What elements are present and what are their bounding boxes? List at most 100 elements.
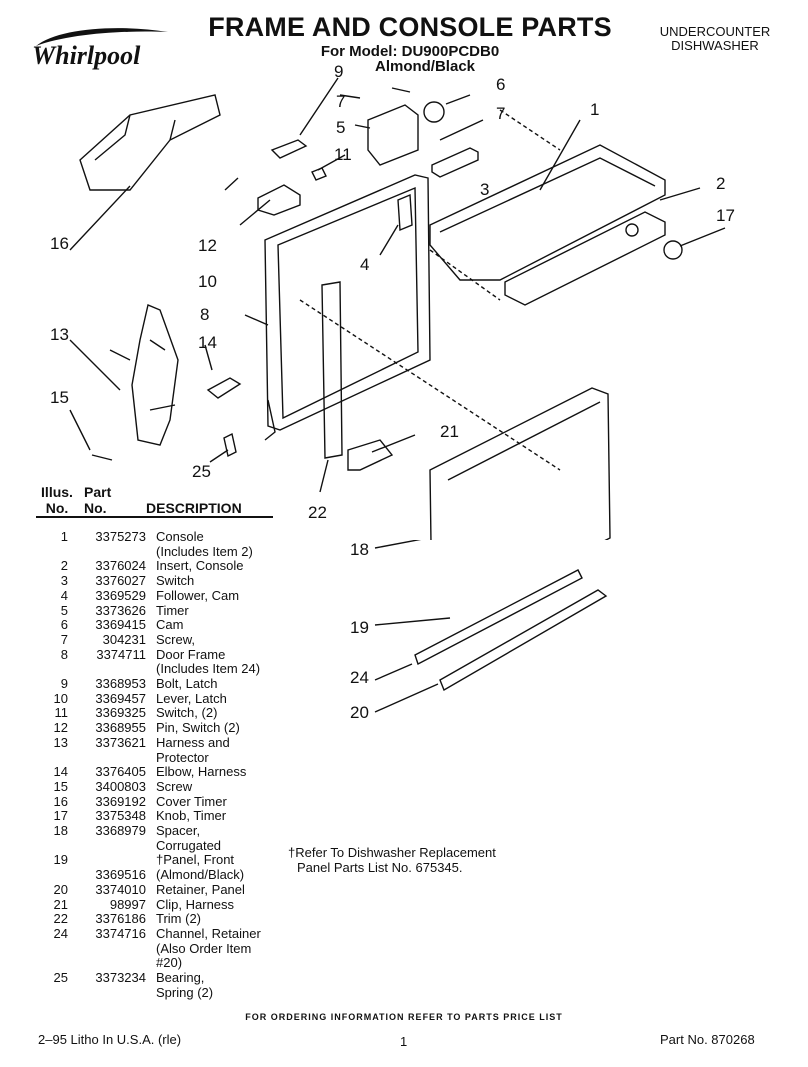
description-cell: (Also Order Item	[156, 940, 252, 956]
part-number-cell: 3373234	[95, 970, 146, 986]
retainer-panel-shape	[439, 589, 608, 692]
part-number-cell: 3368953	[95, 676, 146, 692]
table-row: (Includes Item 2)	[36, 543, 296, 560]
callout-18: 18	[350, 540, 369, 559]
part-number-cell: 3373621	[95, 734, 146, 750]
callout-15: 15	[50, 388, 69, 407]
replacement-note: †Refer To Dishwasher Replacement Panel P…	[288, 845, 548, 875]
model-number: For Model: DU900PCDB0	[320, 43, 500, 60]
part-number-cell: 3375273	[95, 529, 146, 544]
header-illus-no: Illus. No.	[36, 484, 78, 516]
part-number-cell	[68, 986, 156, 1001]
illus-number: 25	[53, 970, 68, 986]
exploded-parts-diagram	[0, 60, 808, 540]
cover-timer-shape	[79, 94, 221, 191]
description-cell: (Includes Item 2)	[156, 543, 253, 559]
table-row: Corrugated	[36, 837, 296, 854]
illus-number: 4	[60, 587, 68, 603]
description-cell: Trim (2)	[156, 911, 202, 927]
illus-number: 1	[60, 529, 68, 544]
illus-number: 11	[54, 705, 69, 721]
callout-22: 22	[308, 503, 327, 522]
part-number-cell: 3368955	[95, 720, 146, 736]
illus-number: 15	[53, 778, 68, 794]
console-insert-shape	[504, 211, 666, 306]
cam-follower-shape	[397, 193, 413, 232]
description-cell: Cam	[156, 617, 184, 633]
illus-number: 22	[53, 911, 68, 927]
callout-3: 3	[480, 180, 490, 199]
brand-wordmark: Whirlpool	[32, 41, 141, 70]
illus-number: 5	[60, 602, 68, 618]
callout-6: 6	[496, 75, 506, 94]
description-cell: Channel, Retainer	[156, 925, 261, 941]
category-line-2: DISHWASHER	[671, 38, 759, 53]
description-cell: Spring (2)	[156, 984, 214, 1000]
part-number-cell: 3369415	[95, 617, 146, 633]
part-number-cell: 3400803	[95, 778, 146, 794]
header-description: DESCRIPTION	[146, 500, 242, 516]
callout-25: 25	[192, 462, 211, 481]
illus-number: 20	[53, 881, 68, 897]
illus-number	[36, 839, 68, 854]
illus-number	[36, 545, 68, 560]
header-illus-line-1: Illus.	[41, 484, 73, 500]
part-number-cell: 3369516	[95, 867, 146, 883]
callout-17: 17	[716, 206, 735, 225]
callout-10: 10	[198, 272, 217, 291]
part-number-cell: 3369192	[95, 793, 146, 809]
page-title: FRAME AND CONSOLE PARTS	[208, 12, 612, 42]
description-cell: Spacer,	[156, 823, 201, 839]
illus-number: 9	[60, 676, 68, 692]
lever-latch-shape	[257, 184, 301, 216]
part-number-cell: 98997	[109, 896, 146, 912]
illus-number	[36, 662, 68, 677]
callout-12: 12	[198, 236, 217, 255]
callout-19: 19	[350, 618, 369, 637]
table-row: (Includes Item 24)	[36, 662, 296, 677]
knob-timer-shape	[663, 240, 683, 260]
callout-9: 9	[334, 62, 344, 81]
callout-5: 5	[336, 118, 346, 137]
part-number-cell: 3375348	[95, 808, 146, 824]
description-cell: Lever, Latch	[156, 690, 227, 706]
bolt-latch-shape	[270, 139, 308, 159]
illus-number	[36, 986, 68, 1001]
description-cell: Pin, Switch (2)	[156, 720, 240, 736]
description-cell: Clip, Harness	[156, 896, 235, 912]
header-illus-line-2: No.	[45, 500, 69, 516]
illus-number: 7	[60, 631, 68, 647]
header-part-line-1: Part	[84, 484, 112, 500]
description-cell: Screw,	[156, 631, 196, 647]
description-cell: Bearing,	[156, 970, 205, 986]
illus-number: 19	[53, 852, 68, 868]
callout-8: 8	[200, 305, 210, 324]
part-number-cell: 3369325	[95, 705, 146, 721]
part-number-cell	[68, 956, 156, 971]
illus-number: 2	[60, 558, 68, 574]
header-part-line-2: No.	[84, 500, 107, 516]
part-number-cell: 3374716	[95, 925, 146, 941]
illus-number: 13	[53, 734, 68, 750]
cam-shape	[423, 101, 445, 123]
part-number-cell: 3369457	[95, 690, 146, 706]
description-cell: Corrugated	[156, 837, 222, 853]
part-number: Part No. 870268	[660, 1032, 755, 1047]
product-category: UNDERCOUNTER DISHWASHER	[640, 25, 790, 53]
table-row: 21 98997 Clip, Harness	[36, 896, 296, 913]
illus-number: 21	[53, 896, 68, 912]
part-number-cell	[68, 662, 156, 677]
